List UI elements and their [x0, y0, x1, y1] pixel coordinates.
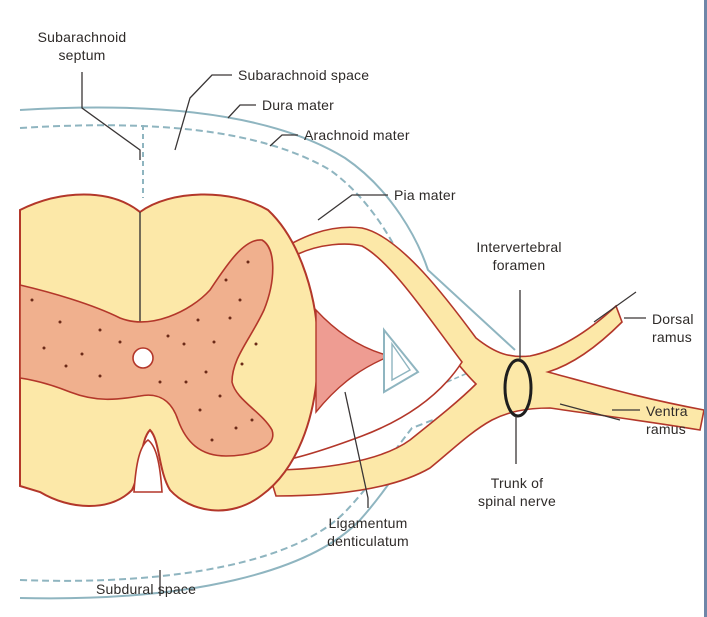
label-pia-mater: Pia mater	[394, 186, 456, 204]
leader-subarachnoid-septum	[82, 72, 140, 160]
label-intervertebral-foramen: Intervertebral foramen	[455, 238, 583, 274]
label-subarachnoid-septum-line2: septum	[4, 46, 160, 64]
label-subdural-space: Subdural space	[96, 580, 196, 598]
label-ventral-ramus: Ventra ramus	[646, 402, 688, 438]
label-trunk-of-spinal-nerve: Trunk of spinal nerve	[462, 474, 572, 510]
label-arachnoid-mater: Arachnoid mater	[304, 126, 410, 144]
leader-subarachnoid-space	[175, 75, 232, 150]
central-canal	[133, 348, 153, 368]
label-subarachnoid-space: Subarachnoid space	[238, 66, 369, 84]
label-intervertebral-foramen-line1: Intervertebral	[455, 238, 583, 256]
label-ligamentum-denticulatum: Ligamentum denticulatum	[312, 514, 424, 550]
leader-arachnoid-mater	[270, 135, 298, 146]
label-ventral-ramus-line1: Ventra	[646, 402, 688, 420]
label-dorsal-ramus-line2: ramus	[652, 328, 694, 346]
label-ventral-ramus-line2: ramus	[646, 420, 688, 438]
label-dorsal-ramus: Dorsal ramus	[652, 310, 694, 346]
label-intervertebral-foramen-line2: foramen	[455, 256, 583, 274]
label-trunk-line2: spinal nerve	[462, 492, 572, 510]
label-dura-mater: Dura mater	[262, 96, 334, 114]
label-dorsal-ramus-line1: Dorsal	[652, 310, 694, 328]
leader-pia-mater	[318, 195, 388, 220]
label-ligamentum-line1: Ligamentum	[312, 514, 424, 532]
label-subarachnoid-septum-line1: Subarachnoid	[4, 28, 160, 46]
label-subarachnoid-septum: Subarachnoid septum	[4, 28, 160, 64]
leader-dura-mater	[228, 105, 256, 118]
label-trunk-line1: Trunk of	[462, 474, 572, 492]
label-ligamentum-line2: denticulatum	[312, 532, 424, 550]
